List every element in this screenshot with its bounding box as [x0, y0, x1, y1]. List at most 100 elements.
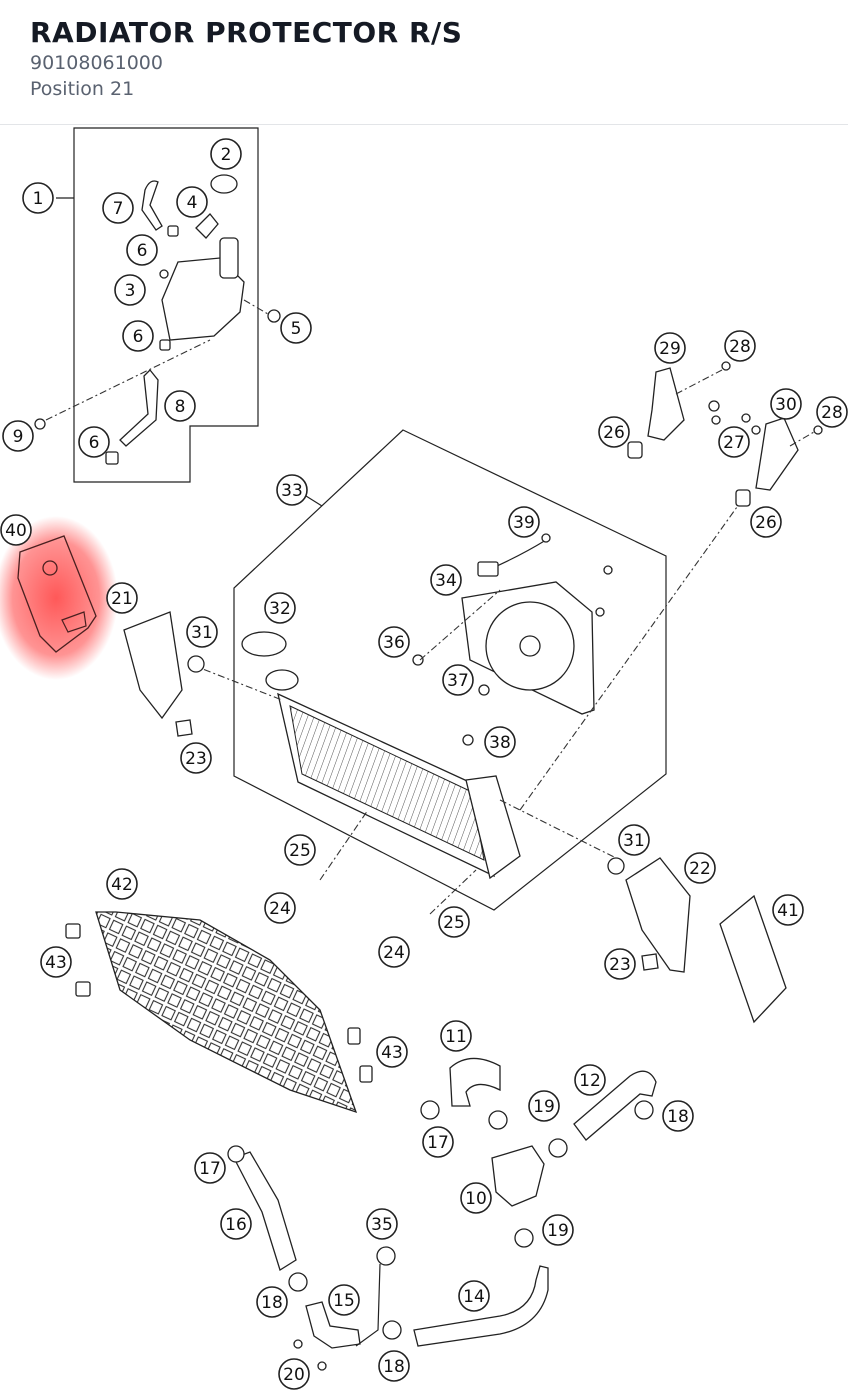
bracket-right[interactable]	[755, 417, 799, 491]
hose-11[interactable]	[449, 1057, 501, 1107]
overflow-hose[interactable]	[119, 369, 159, 447]
hose-clamp[interactable]	[420, 1100, 440, 1120]
rubber-bush[interactable]	[627, 441, 643, 459]
callout-29[interactable]: 29	[654, 332, 686, 364]
clip[interactable]	[65, 923, 81, 939]
callout-17[interactable]: 17	[194, 1152, 226, 1184]
callout-23[interactable]: 23	[604, 948, 636, 980]
callout-6[interactable]: 6	[78, 426, 110, 458]
clip[interactable]	[347, 1027, 361, 1045]
callout-11[interactable]: 11	[440, 1020, 472, 1052]
screw[interactable]	[317, 1361, 327, 1371]
hose-clip[interactable]	[167, 225, 179, 237]
thermostat-housing[interactable]	[491, 1145, 545, 1207]
hose-14[interactable]	[413, 1265, 549, 1347]
callout-9[interactable]: 9	[2, 420, 34, 452]
callout-24[interactable]: 24	[378, 936, 410, 968]
callout-42[interactable]: 42	[106, 868, 138, 900]
callout-18[interactable]: 18	[256, 1286, 288, 1318]
washer[interactable]	[267, 309, 281, 323]
callout-2[interactable]: 2	[210, 138, 242, 170]
hose-clamp[interactable]	[634, 1100, 654, 1120]
screw[interactable]	[34, 418, 46, 430]
radiator-protector-rs[interactable]	[17, 535, 97, 653]
nut[interactable]	[708, 400, 720, 412]
screw[interactable]	[412, 654, 424, 666]
callout-19[interactable]: 19	[542, 1214, 574, 1246]
callout-39[interactable]: 39	[508, 506, 540, 538]
nut[interactable]	[711, 415, 721, 425]
callout-18[interactable]: 18	[378, 1350, 410, 1382]
callout-40[interactable]: 40	[0, 514, 32, 546]
callout-8[interactable]: 8	[164, 390, 196, 422]
radiator-guard-left[interactable]	[123, 611, 183, 720]
callout-37[interactable]: 37	[442, 664, 474, 696]
callout-30[interactable]: 30	[770, 388, 802, 420]
tank-bracket[interactable]	[195, 213, 219, 239]
fan-hub[interactable]	[519, 635, 541, 657]
callout-18[interactable]: 18	[662, 1100, 694, 1132]
callout-43[interactable]: 43	[40, 946, 72, 978]
callout-27[interactable]: 27	[718, 426, 750, 458]
callout-28[interactable]: 28	[816, 396, 848, 428]
tank-cap[interactable]	[210, 174, 238, 194]
callout-19[interactable]: 19	[528, 1090, 560, 1122]
callout-20[interactable]: 20	[278, 1358, 310, 1390]
fan-connector[interactable]	[477, 561, 499, 577]
clip-nut[interactable]	[175, 719, 193, 737]
louvered-cover[interactable]	[95, 911, 358, 1114]
screw[interactable]	[478, 684, 490, 696]
breather-hose[interactable]	[141, 180, 163, 231]
nut[interactable]	[751, 425, 761, 435]
screw[interactable]	[159, 269, 169, 279]
callout-26[interactable]: 26	[598, 416, 630, 448]
hose-clip[interactable]	[159, 339, 171, 351]
radiator-side-tank[interactable]	[465, 775, 521, 880]
nut[interactable]	[603, 565, 613, 575]
hose-12[interactable]	[573, 1070, 657, 1141]
callout-38[interactable]: 38	[484, 726, 516, 758]
callout-43[interactable]: 43	[376, 1036, 408, 1068]
callout-21[interactable]: 21	[106, 582, 138, 614]
callout-33[interactable]: 33	[276, 474, 308, 506]
callout-16[interactable]: 16	[220, 1208, 252, 1240]
callout-5[interactable]: 5	[280, 312, 312, 344]
callout-34[interactable]: 34	[430, 564, 462, 596]
screw[interactable]	[293, 1339, 303, 1349]
radiator-filler[interactable]	[265, 669, 299, 691]
screw[interactable]	[721, 361, 731, 371]
callout-10[interactable]: 10	[460, 1182, 492, 1214]
callout-28[interactable]: 28	[724, 330, 756, 362]
hose-15[interactable]	[305, 1301, 361, 1349]
radiator-guard-right[interactable]	[625, 857, 691, 973]
nut[interactable]	[595, 607, 605, 617]
hose-clamp[interactable]	[288, 1272, 308, 1292]
o-ring[interactable]	[376, 1246, 396, 1266]
callout-6[interactable]: 6	[126, 234, 158, 266]
screw[interactable]	[462, 734, 474, 746]
screw[interactable]	[541, 533, 551, 543]
hose-clamp[interactable]	[514, 1228, 534, 1248]
callout-4[interactable]: 4	[176, 186, 208, 218]
clip[interactable]	[359, 1065, 373, 1083]
hose-clamp[interactable]	[227, 1145, 245, 1163]
callout-6[interactable]: 6	[122, 320, 154, 352]
clip-nut[interactable]	[641, 953, 659, 971]
callout-41[interactable]: 41	[772, 894, 804, 926]
callout-12[interactable]: 12	[574, 1064, 606, 1096]
callout-17[interactable]: 17	[422, 1126, 454, 1158]
hose-clamp[interactable]	[382, 1320, 402, 1340]
callout-31[interactable]: 31	[186, 616, 218, 648]
bushing[interactable]	[187, 655, 205, 673]
callout-26[interactable]: 26	[750, 506, 782, 538]
callout-1[interactable]: 1	[22, 182, 54, 214]
callout-14[interactable]: 14	[458, 1280, 490, 1312]
callout-31[interactable]: 31	[618, 824, 650, 856]
callout-15[interactable]: 15	[328, 1284, 360, 1316]
rubber-bush[interactable]	[735, 489, 751, 507]
callout-36[interactable]: 36	[378, 626, 410, 658]
screw[interactable]	[813, 425, 823, 435]
callout-7[interactable]: 7	[102, 192, 134, 224]
callout-24[interactable]: 24	[264, 892, 296, 924]
callout-3[interactable]: 3	[114, 274, 146, 306]
